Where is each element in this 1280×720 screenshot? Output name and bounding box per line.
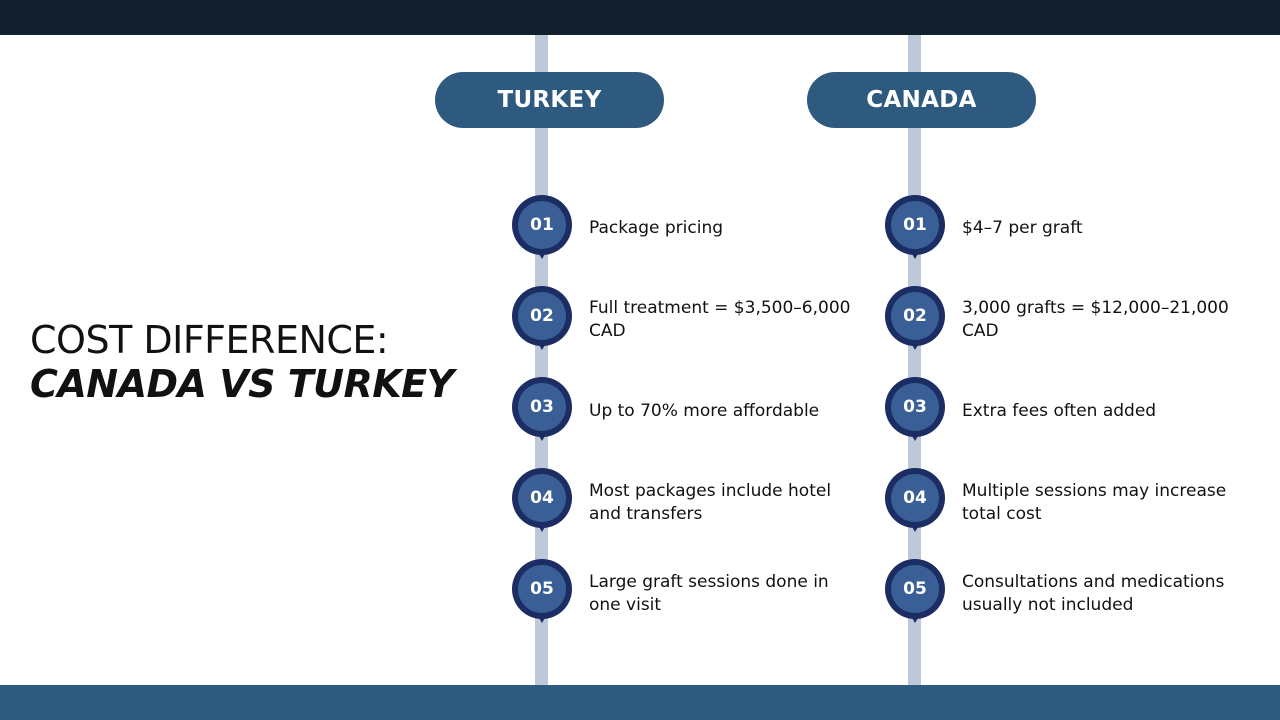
- marker-number: 04: [891, 474, 939, 522]
- marker-number: 02: [891, 292, 939, 340]
- title-line-1: COST DIFFERENCE:: [30, 318, 389, 362]
- canada-item-1-text: $4–7 per graft: [962, 218, 1083, 238]
- marker-number: 03: [891, 383, 939, 431]
- top-bar: [0, 0, 1280, 35]
- turkey-item-3-text: Up to 70% more affordable: [589, 401, 820, 421]
- marker-number: 01: [518, 201, 566, 249]
- canada-marker-2: 02: [885, 286, 945, 356]
- column-header-turkey: TURKEY: [435, 72, 664, 128]
- canada-marker-5: 05: [885, 559, 945, 629]
- turkey-marker-2: 02: [512, 286, 572, 356]
- marker-number: 01: [891, 201, 939, 249]
- marker-number: 05: [518, 565, 566, 613]
- canada-marker-4: 04: [885, 468, 945, 538]
- turkey-marker-3: 03: [512, 377, 572, 447]
- canada-item-4-text: Multiple sessions may increase total cos…: [962, 481, 1227, 524]
- turkey-marker-1: 01: [512, 195, 572, 265]
- turkey-marker-4: 04: [512, 468, 572, 538]
- turkey-item-4-text: Most packages include hotel and transfer…: [589, 481, 832, 524]
- title-line-2: CANADA VS TURKEY: [30, 362, 454, 406]
- marker-number: 05: [891, 565, 939, 613]
- column-header-canada: CANADA: [807, 72, 1036, 128]
- turkey-item-2-text: Full treatment = $3,500–6,000 CAD: [589, 298, 851, 341]
- marker-number: 02: [518, 292, 566, 340]
- turkey-item-1-text: Package pricing: [589, 218, 724, 238]
- canada-marker-1: 01: [885, 195, 945, 265]
- canada-marker-3: 03: [885, 377, 945, 447]
- canada-item-2-text: 3,000 grafts = $12,000–21,000 CAD: [962, 298, 1229, 341]
- bottom-bar: [0, 685, 1280, 720]
- marker-number: 03: [518, 383, 566, 431]
- turkey-item-5-text: Large graft sessions done in one visit: [589, 572, 829, 615]
- canada-item-3-text: Extra fees often added: [962, 401, 1157, 421]
- marker-number: 04: [518, 474, 566, 522]
- turkey-marker-5: 05: [512, 559, 572, 629]
- canada-item-5-text: Consultations and medications usually no…: [962, 572, 1225, 615]
- page-title: COST DIFFERENCE: CANADA VS TURKEY: [30, 318, 454, 406]
